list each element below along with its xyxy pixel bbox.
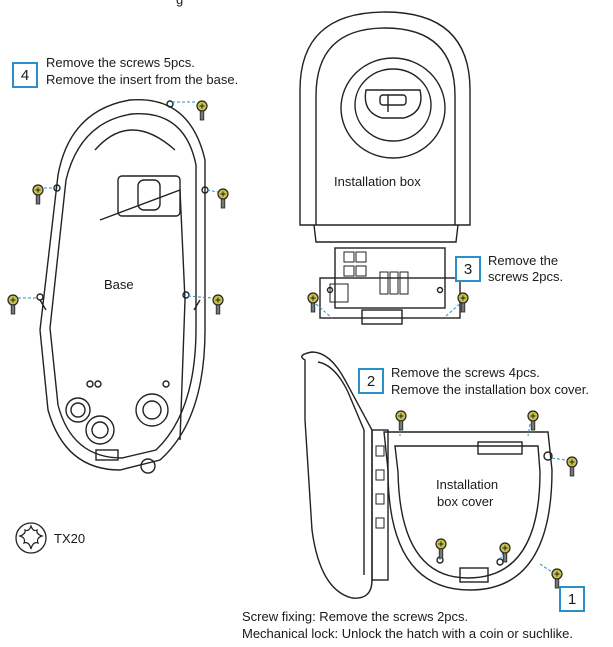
base-drawing bbox=[36, 98, 209, 474]
step-3-badge: 3 bbox=[455, 256, 481, 282]
installation-box-drawing bbox=[299, 11, 471, 325]
installation-box-screws bbox=[307, 292, 469, 319]
box-cover-label-line-1: Installation bbox=[436, 477, 499, 492]
box-cover-label-line-2: box cover bbox=[437, 494, 494, 509]
box-cover-screws bbox=[395, 410, 578, 589]
box-cover-drawing bbox=[301, 351, 553, 599]
step-1-line-1: Screw fixing: Remove the screws 2pcs. bbox=[242, 609, 469, 624]
header-fragment: g bbox=[176, 0, 183, 8]
base-screws bbox=[7, 100, 229, 315]
step-4-badge: 4 bbox=[12, 62, 38, 88]
step-3-line-1: Remove the bbox=[488, 253, 559, 268]
step-4-line-2: Remove the insert from the base. bbox=[46, 72, 239, 87]
step-3-line-2: screws 2pcs. bbox=[488, 269, 564, 284]
torx-tx20-icon bbox=[15, 522, 47, 554]
installation-box-label: Installation box bbox=[334, 174, 421, 189]
step-1-line-2: Mechanical lock: Unlock the hatch with a… bbox=[242, 626, 573, 641]
step-4-line-1: Remove the screws 5pcs. bbox=[46, 55, 195, 70]
step-2-line-1: Remove the screws 4pcs. bbox=[391, 365, 540, 380]
step-2-line-2: Remove the installation box cover. bbox=[391, 382, 589, 397]
step-1-badge: 1 bbox=[559, 586, 585, 612]
tool-label: TX20 bbox=[54, 531, 86, 546]
step-2-badge: 2 bbox=[358, 368, 384, 394]
base-label: Base bbox=[104, 277, 134, 292]
